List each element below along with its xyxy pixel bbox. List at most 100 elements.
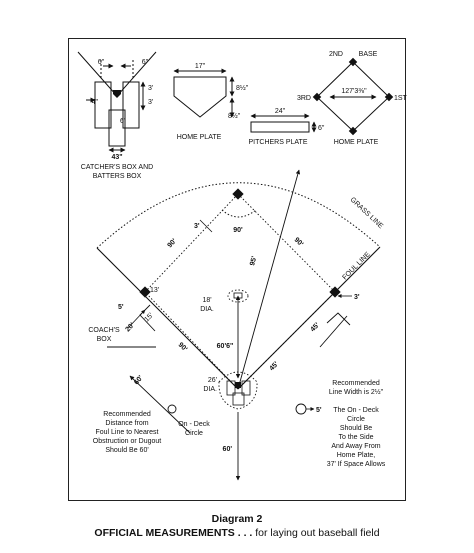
infield-diamond bbox=[144, 193, 336, 390]
bases-caption: HOME PLATE bbox=[334, 139, 379, 146]
foul-line-left bbox=[96, 247, 239, 390]
note-right-bottom: The On - Deck Circle Should Be To the Si… bbox=[327, 407, 386, 468]
catchers-box-panel bbox=[77, 51, 157, 153]
diagram-title: Diagram 2 bbox=[211, 513, 263, 525]
diagram-subtitle: OFFICIAL MEASUREMENTS . . . for laying o… bbox=[0, 527, 474, 539]
mound-label-1: 18' bbox=[202, 297, 211, 304]
note-right-bottom-line-2: Circle bbox=[347, 416, 365, 423]
catchers-dim-6-right: 6" bbox=[142, 59, 149, 66]
dim-60-left: 60' bbox=[133, 374, 145, 386]
pitchers-plate-dim-24: 24" bbox=[275, 108, 286, 115]
foul-line-label: FOUL LINE bbox=[341, 251, 372, 282]
obstruction-right bbox=[319, 315, 348, 348]
pitchers-plate-panel bbox=[250, 113, 317, 133]
note-left-line-2: Distance from bbox=[105, 420, 148, 427]
dim-95: 95' bbox=[249, 255, 258, 266]
catchers-dim-6-vertical: 6' bbox=[120, 118, 125, 125]
field-second-base bbox=[232, 188, 244, 200]
catchers-dim-4: 4" bbox=[92, 99, 99, 106]
note-left-line-4: Obstruction or Dugout bbox=[93, 438, 162, 445]
note-left-line-1: Recommended bbox=[103, 411, 151, 418]
dim-3-right: 3' bbox=[354, 294, 360, 301]
coaches-box-label-2: BOX bbox=[97, 336, 112, 343]
on-deck-circle-left bbox=[167, 404, 177, 414]
pitchers-plate-shape bbox=[250, 121, 310, 133]
catchers-dim-43: 43" bbox=[111, 154, 122, 161]
catchers-box bbox=[108, 109, 126, 147]
home-plate-panel bbox=[173, 68, 235, 118]
dim-20: 20' bbox=[124, 322, 136, 334]
dim-5-ondeck: 5' bbox=[316, 407, 322, 414]
dim-60-6: 60'6" bbox=[217, 343, 234, 350]
on-deck-label-1: On - Deck bbox=[178, 421, 210, 428]
coaches-box-right bbox=[326, 312, 351, 326]
main-field bbox=[96, 169, 381, 481]
home-plate-caption: HOME PLATE bbox=[177, 134, 222, 141]
home-plate-small bbox=[113, 90, 121, 98]
note-left-line-3: Foul Line to Nearest bbox=[95, 429, 158, 436]
home-plate-dim-8-top: 8½" bbox=[236, 84, 249, 92]
note-left: Recommended Distance from Foul Line to N… bbox=[93, 411, 162, 454]
note-right-bottom-line-4: To the Side bbox=[338, 434, 373, 441]
dim-60-bottom: 60' bbox=[223, 446, 233, 453]
coaches-box-label-1: COACH'S bbox=[88, 327, 120, 334]
home-plate-shape bbox=[173, 76, 227, 118]
note-right-bottom-line-1: The On - Deck bbox=[333, 407, 379, 414]
home-circle-label-2: DIA. bbox=[203, 386, 217, 393]
dim-45: 45' bbox=[309, 322, 321, 334]
bases-panel bbox=[316, 61, 390, 132]
diagram-subtitle-bold: OFFICIAL MEASUREMENTS . . . bbox=[94, 527, 253, 539]
dim-90-right: 90' bbox=[293, 236, 305, 248]
arrow-20 bbox=[127, 309, 146, 329]
pitchers-plate-caption: PITCHERS PLATE bbox=[249, 139, 308, 146]
right-batters-box bbox=[122, 81, 140, 129]
bases-label-1st: 1ST bbox=[394, 95, 408, 102]
left-batters-box bbox=[94, 81, 112, 129]
note-left-line-5: Should Be 60' bbox=[105, 447, 148, 454]
dim-3-top: 3' bbox=[194, 223, 200, 230]
field-first-base bbox=[329, 286, 341, 298]
on-deck-circle-right bbox=[295, 403, 307, 415]
catchers-dim-6-left: 6" bbox=[98, 59, 105, 66]
dim-13: 13' bbox=[150, 287, 159, 294]
arrow-3-top bbox=[199, 219, 213, 233]
home-plate-dim-8-bottom: 8½" bbox=[228, 112, 241, 120]
dim-90-left: 90' bbox=[166, 238, 178, 250]
dim-90-lower-left: 90' bbox=[177, 341, 189, 353]
diagram-subtitle-rest: for laying out baseball field bbox=[252, 527, 380, 539]
arrow-60-left bbox=[129, 375, 191, 434]
dim-5: 5' bbox=[118, 304, 124, 311]
home-plate-marker bbox=[348, 126, 358, 136]
arrow-95 bbox=[237, 169, 301, 390]
catchers-dim-3-lower: 3' bbox=[148, 99, 153, 106]
catchers-caption-2: BATTERS BOX bbox=[93, 173, 142, 180]
field-third-base bbox=[139, 286, 151, 298]
dim-45-lower: 45' bbox=[268, 361, 280, 373]
mound-label-2: DIA. bbox=[200, 306, 214, 313]
note-right-bottom-line-7: 37' If Space Allows bbox=[327, 461, 386, 468]
home-plate-dim-17: 17" bbox=[195, 63, 206, 70]
note-right-bottom-line-5: And Away From bbox=[331, 443, 380, 450]
note-right-top-line-1: Recommended bbox=[332, 380, 380, 387]
pitchers-mound bbox=[227, 289, 249, 303]
bases-label-3rd: 3RD bbox=[297, 95, 311, 102]
note-right-top-line-2: Line Width is 2½" bbox=[329, 388, 384, 396]
dim-15: 15' bbox=[143, 312, 154, 323]
home-circle-label-1: 26' bbox=[208, 377, 217, 384]
bases-dim-127: 127'3⅜" bbox=[341, 88, 367, 95]
third-base-marker bbox=[312, 92, 322, 102]
diagram-frame bbox=[68, 38, 406, 501]
catchers-caption-1: CATCHER'S BOX AND bbox=[81, 164, 153, 171]
catchers-dim-3-upper: 3' bbox=[148, 85, 153, 92]
bases-label-base: BASE bbox=[359, 51, 378, 58]
first-base-marker bbox=[384, 92, 394, 102]
second-base-marker bbox=[348, 57, 358, 67]
note-right-top: Recommended Line Width is 2½" bbox=[329, 380, 384, 396]
field-home-plate bbox=[235, 382, 241, 388]
bases-label-2nd: 2ND bbox=[329, 51, 343, 58]
note-right-bottom-line-6: Home Plate, bbox=[337, 452, 376, 459]
dim-90-top: 90' bbox=[233, 227, 243, 234]
on-deck-label-2: Circle bbox=[185, 430, 203, 437]
pitchers-plate-dim-6: 6" bbox=[318, 125, 325, 132]
